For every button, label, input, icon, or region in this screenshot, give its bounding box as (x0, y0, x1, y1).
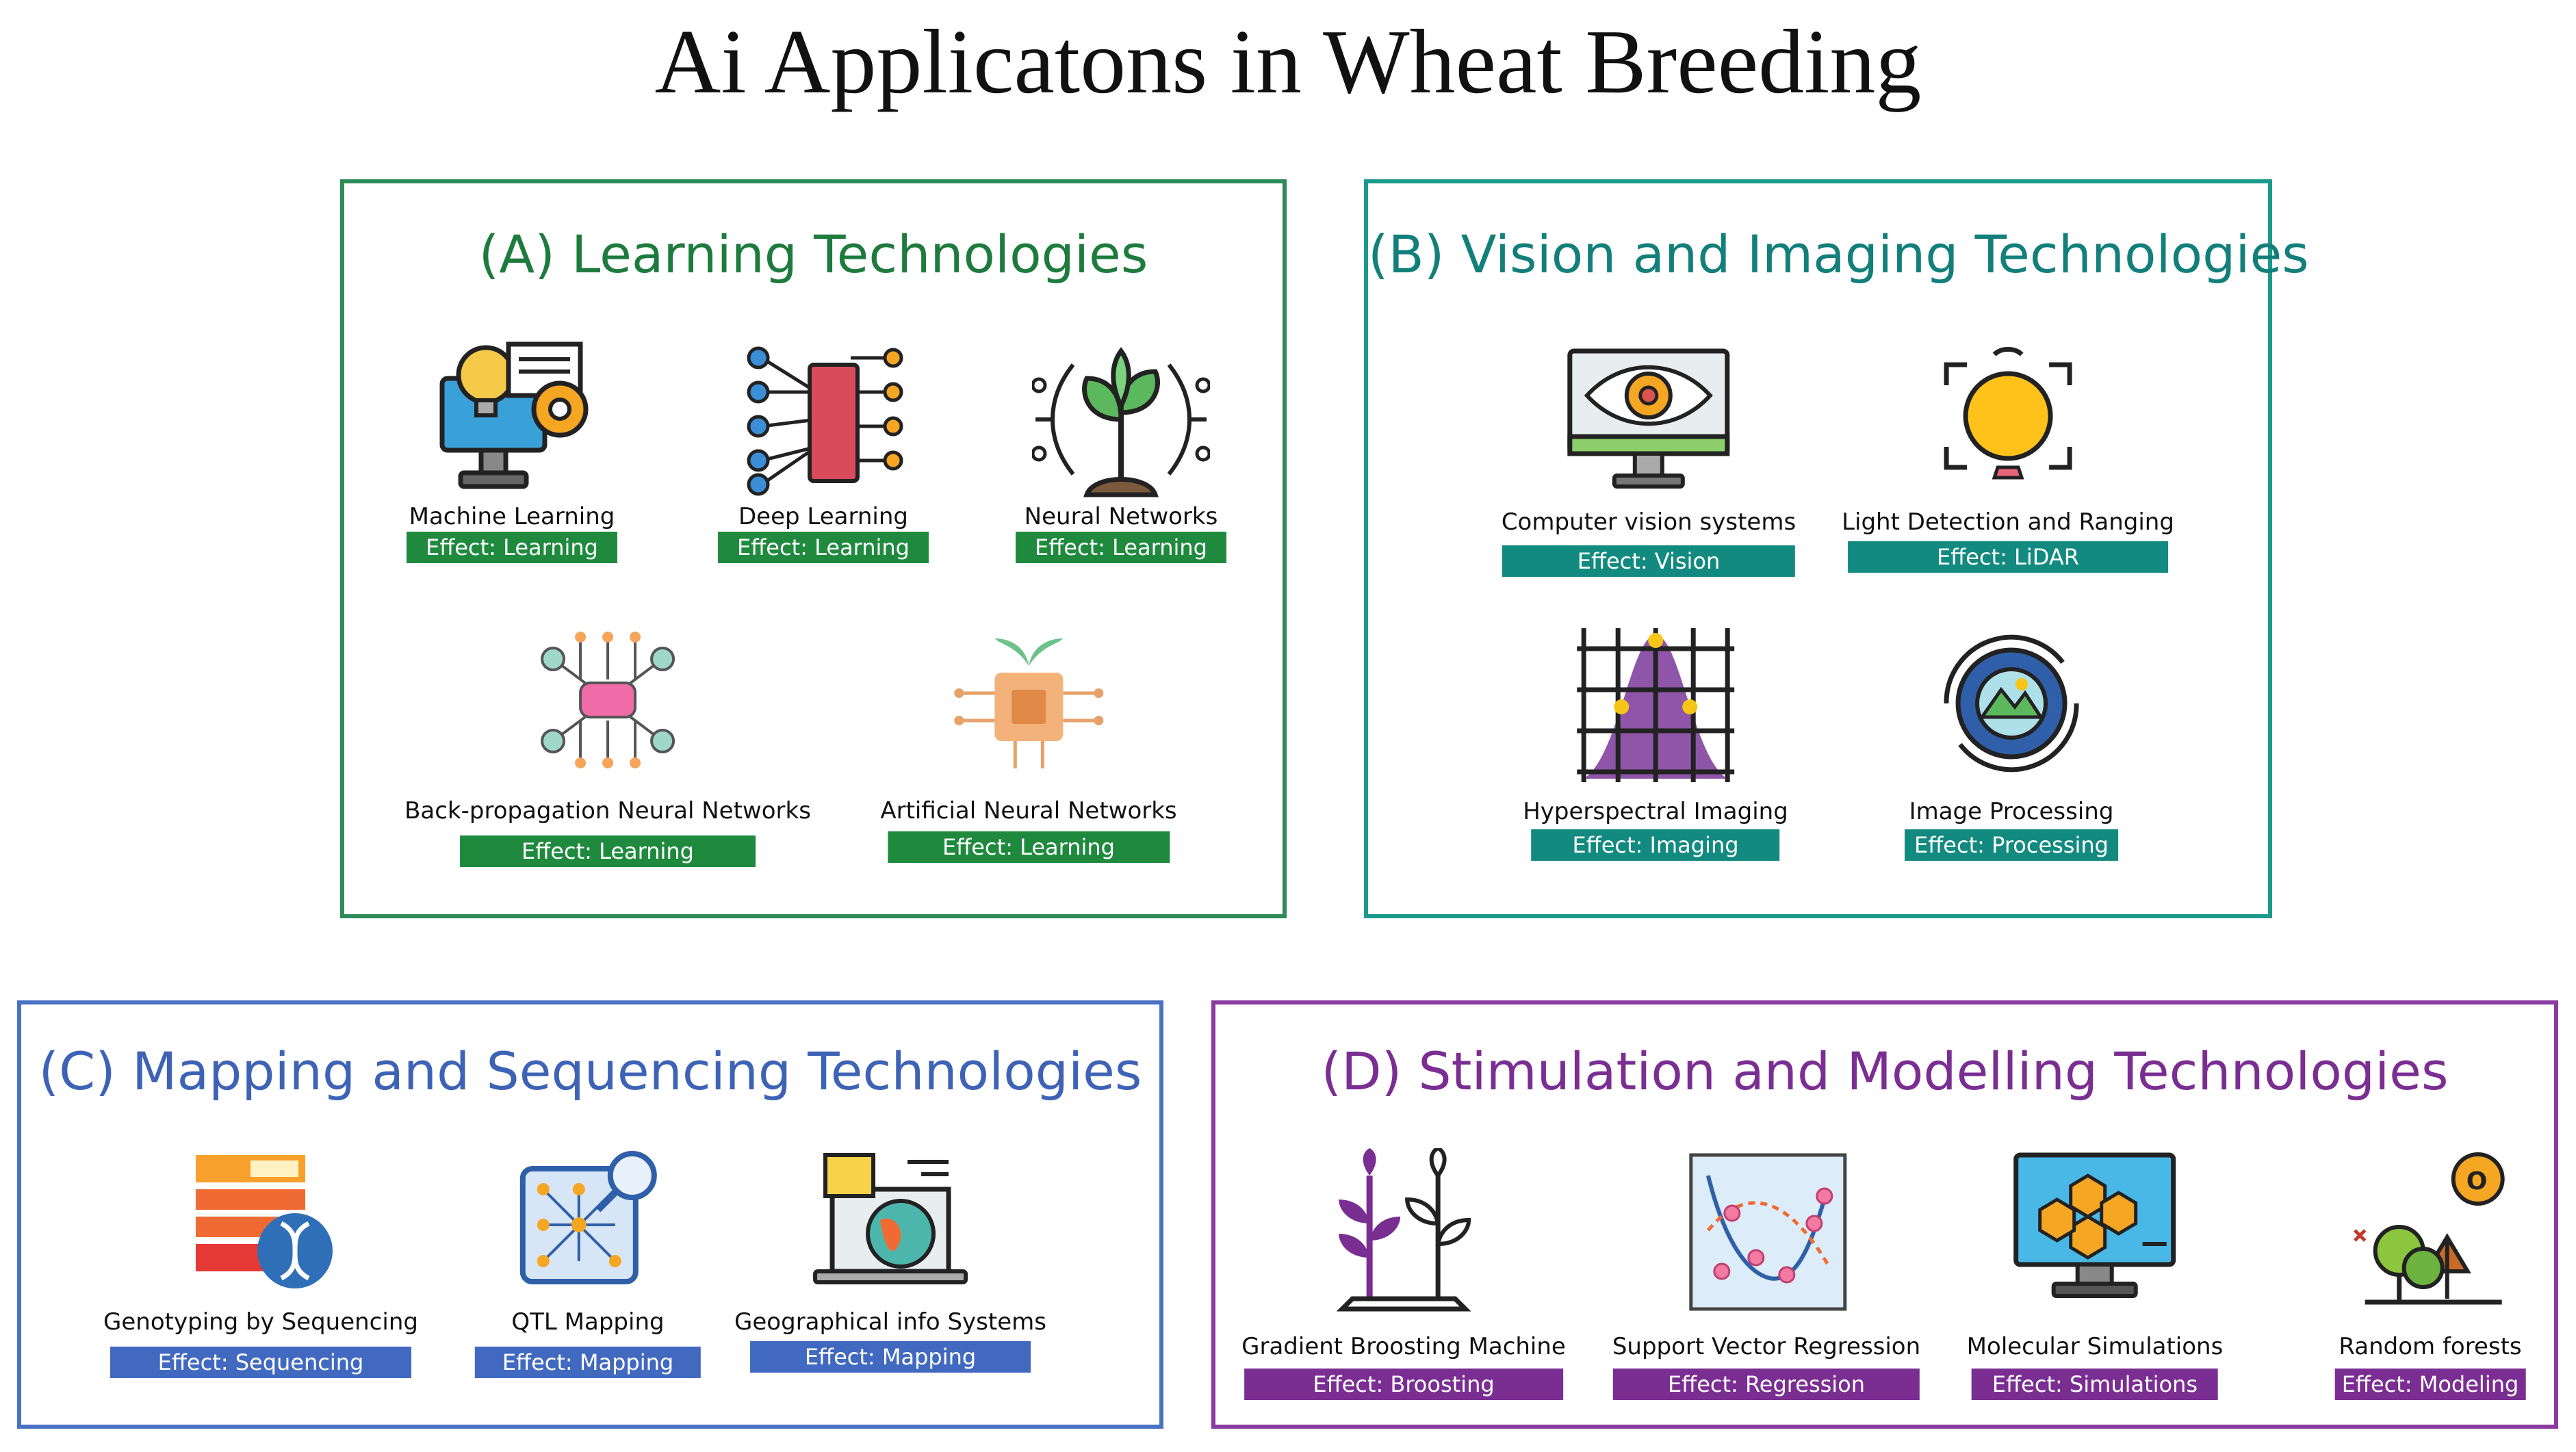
effect-badge: Effect: Regression (1612, 1369, 1920, 1400)
effect-badge: Effect: Mapping (749, 1341, 1031, 1373)
effect-badge: Effect: Learning (718, 532, 929, 563)
item-label: Geographical info Systems (734, 1308, 1046, 1336)
item-genotyping-by-sequencing: Genotyping by Sequencing Effect: Sequenc… (103, 1148, 418, 1378)
neural-layers-icon (747, 346, 903, 496)
wheat-plants-icon (1336, 1148, 1471, 1312)
panel-title-mapping: (C) Mapping and Sequencing Technologies (38, 1041, 1142, 1102)
effect-badge: Effect: Simulations (1971, 1369, 2219, 1400)
effect-badge: Effect: Broosting (1244, 1369, 1563, 1400)
forest-ozone-icon: O (2354, 1152, 2505, 1305)
item-label: Genotyping by Sequencing (103, 1308, 418, 1336)
item-label: Neural Networks (1024, 503, 1218, 530)
gear-image-icon (1944, 634, 2079, 773)
chip-sprout-icon (954, 638, 1103, 768)
effect-badge: Effect: Processing (1905, 829, 2118, 861)
item-label: Back-propagation Neural Networks (404, 797, 811, 825)
item-computer-vision-systems: Computer vision systems Effect: Vision (1502, 344, 1796, 577)
item-label: Support Vector Regression (1612, 1333, 1921, 1360)
scatter-curve-icon (1689, 1153, 1847, 1311)
item-random-forests: O Random forests Effect: Modeling (2334, 1148, 2526, 1400)
node-graph-icon (541, 632, 675, 768)
item-deep-learning: Deep Learning Effect: Learning (718, 337, 929, 563)
item-label: Artificial Neural Networks (880, 797, 1177, 825)
effect-badge: Effect: Modeling (2334, 1369, 2526, 1400)
laptop-globe-icon (813, 1153, 968, 1284)
item-machine-learning: Machine Learning Effect: Learning (407, 337, 617, 563)
item-geographical-info-systems: Geographical info Systems Effect: Mappin… (734, 1148, 1046, 1373)
item-label: Deep Learning (738, 503, 908, 530)
item-label: Gradient Broosting Machine (1241, 1333, 1566, 1360)
item-label: Image Processing (1909, 798, 2114, 825)
svg-text:O: O (2466, 1167, 2488, 1195)
effect-badge: Effect: LiDAR (1848, 541, 2168, 573)
effect-badge: Effect: Imaging (1531, 829, 1780, 861)
item-label: Computer vision systems (1501, 508, 1796, 536)
effect-badge: Effect: Vision (1502, 545, 1796, 577)
vision-imaging-technologies-panel: (B) Vision and Imaging Technologies Comp… (1364, 179, 2309, 918)
hexagon-monitor-icon (2013, 1152, 2176, 1298)
server-dna-icon (195, 1155, 333, 1288)
sprout-network-icon (1032, 347, 1210, 497)
item-backpropagation-neural-networks: Back-propagation Neural Networks Effect:… (404, 625, 811, 867)
item-label: Hyperspectral Imaging (1523, 798, 1788, 825)
network-magnifier-icon (520, 1151, 657, 1284)
lidar-sun-icon (1944, 347, 2072, 480)
item-molecular-simulations: Molecular Simulations Effect: Simulation… (1966, 1148, 2224, 1400)
item-gradient-broosting-machine: Gradient Broosting Machine Effect: Broos… (1241, 1148, 1566, 1400)
mapping-sequencing-technologies-panel: (C) Mapping and Sequencing Technologies … (17, 1000, 1163, 1429)
effect-badge: Effect: Sequencing (110, 1347, 412, 1378)
page-title: Ai Applicatons in Wheat Breeding (654, 11, 1922, 112)
item-label: QTL Mapping (511, 1308, 665, 1336)
panel-title-learning: (A) Learning Technologies (478, 224, 1148, 285)
effect-badge: Effect: Learning (407, 532, 617, 563)
lightbulb-gear-monitor-icon (439, 341, 589, 489)
panel-title-vision: (B) Vision and Imaging Technologies (1368, 224, 2309, 285)
stimulation-modelling-technologies-panel: (D) Stimulation and Modelling Technologi… (1211, 1000, 2558, 1429)
item-label: Light Detection and Ranging (1842, 508, 2174, 536)
item-qtl-mapping: QTL Mapping Effect: Mapping (474, 1148, 701, 1378)
item-lidar: Light Detection and Ranging Effect: LiDA… (1842, 344, 2174, 573)
item-label: Random forests (2339, 1333, 2522, 1360)
item-label: Molecular Simulations (1966, 1333, 2224, 1360)
learning-technologies-panel: (A) Learning Technologies Machine Learni… (340, 179, 1287, 918)
grid-curve-icon (1577, 628, 1734, 782)
item-image-processing: Image Processing Effect: Processing (1905, 621, 2118, 861)
item-artificial-neural-networks: Artificial Neural Networks Effect: Learn… (880, 625, 1177, 863)
item-neural-networks: Neural Networks Effect: Learning (1016, 337, 1226, 563)
effect-badge: Effect: Mapping (474, 1347, 701, 1378)
item-label: Machine Learning (409, 503, 615, 530)
effect-badge: Effect: Learning (888, 831, 1170, 863)
panel-title-modelling: (D) Stimulation and Modelling Technologi… (1321, 1041, 2449, 1102)
effect-badge: Effect: Learning (1016, 532, 1226, 563)
eye-monitor-icon (1567, 348, 1730, 489)
item-hyperspectral-imaging: Hyperspectral Imaging Effect: Imaging (1523, 621, 1788, 861)
effect-badge: Effect: Learning (460, 835, 756, 867)
item-support-vector-regression: Support Vector Regression Effect: Regres… (1612, 1148, 1920, 1400)
